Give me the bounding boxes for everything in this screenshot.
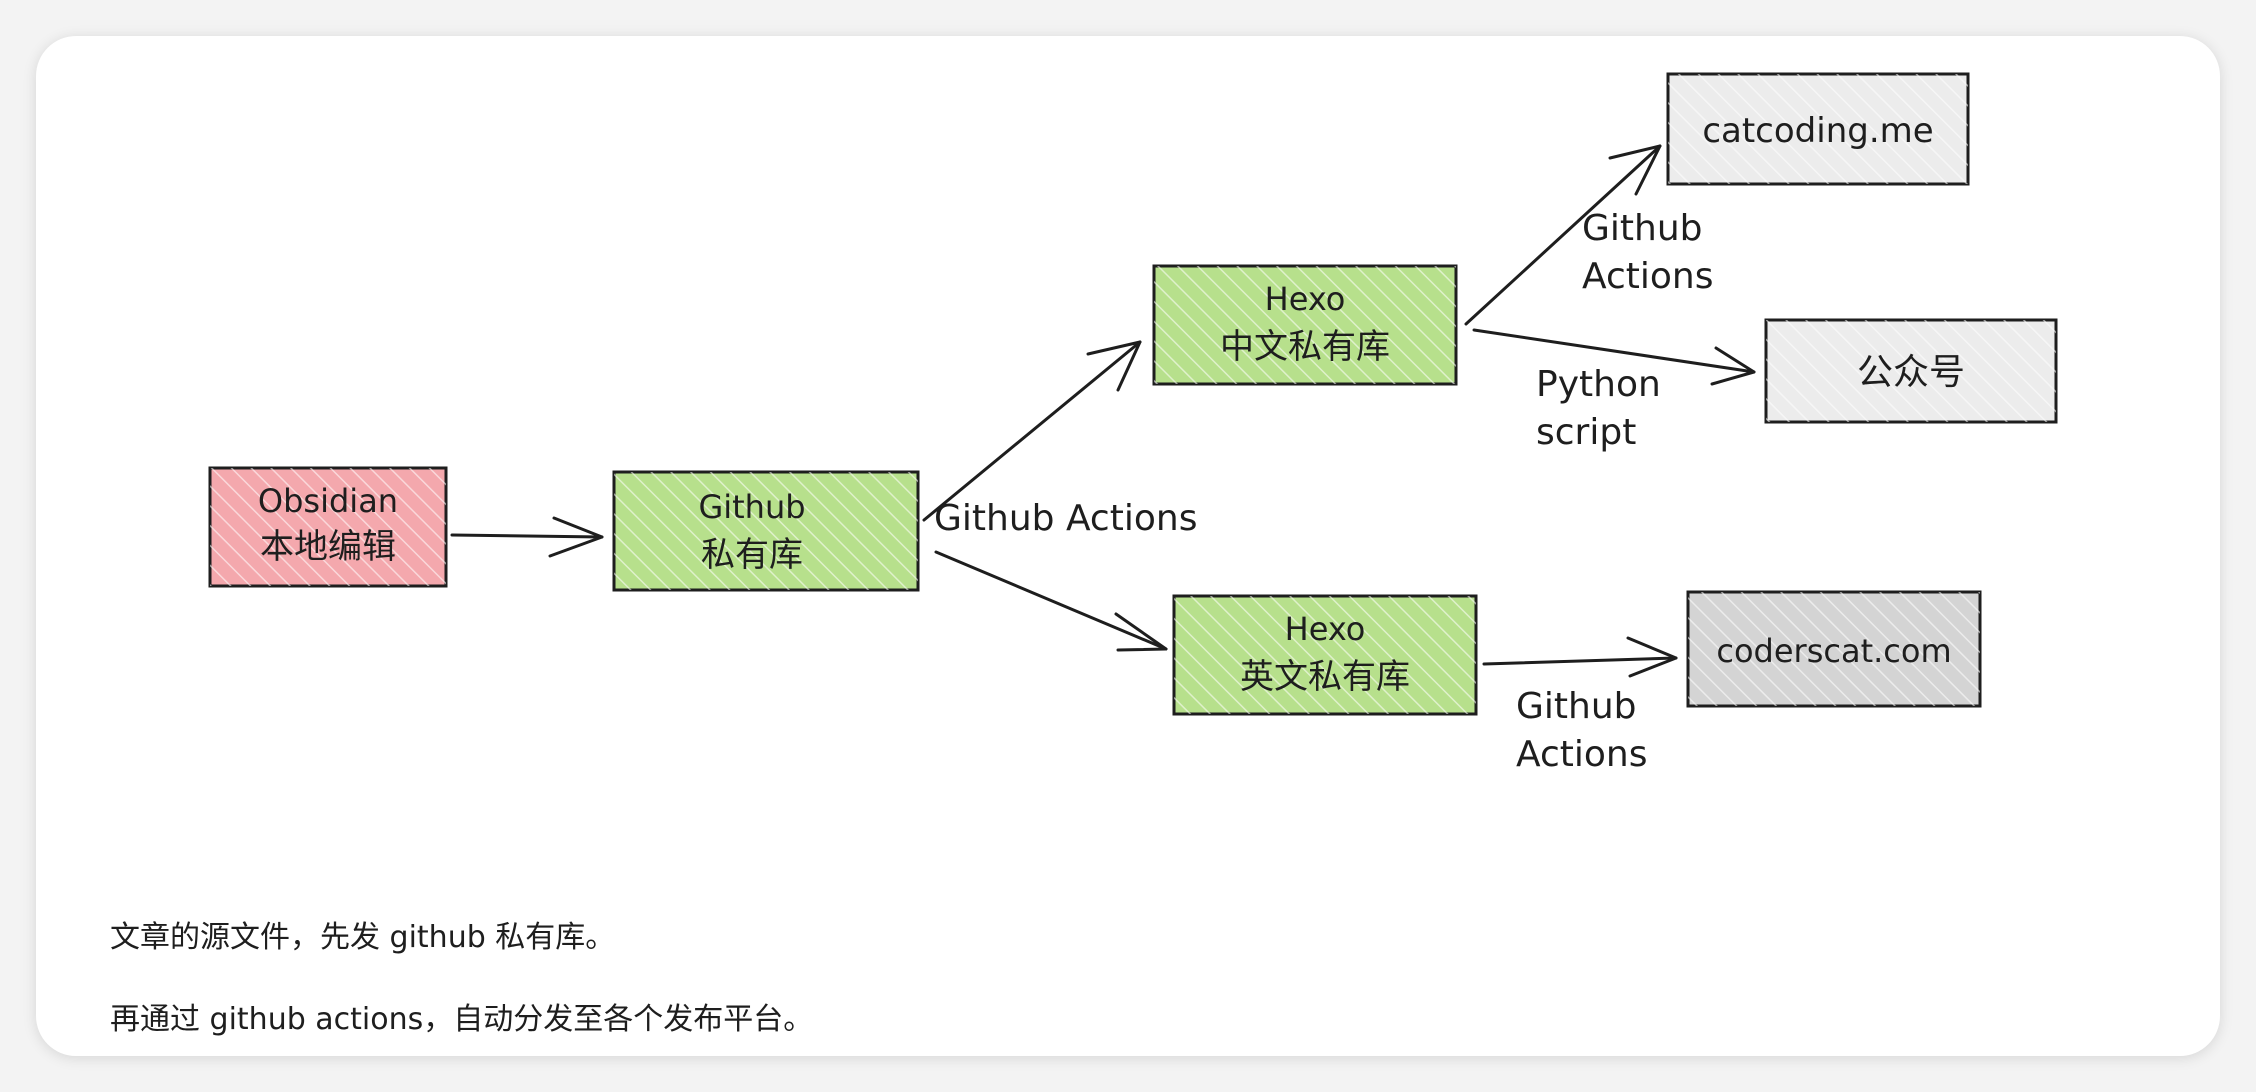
label-en-coderscat-line2: Actions: [1516, 734, 1648, 775]
node-obsidian: Obsidian 本地编辑: [208, 466, 448, 588]
node-hexo-en-line2: 英文私有库: [1240, 657, 1410, 697]
node-hexo-cn: Hexo 中文私有库: [1152, 264, 1458, 386]
arrow-obsidian-to-github: [450, 516, 604, 558]
label-en-coderscat-line1: Github: [1516, 686, 1637, 727]
label-github-actions-main: Github Actions: [934, 498, 1197, 539]
arrow-github-to-hexo-en: [934, 550, 1168, 652]
node-catcoding-label: catcoding.me: [1702, 111, 1933, 151]
node-github-line2: 私有库: [701, 535, 803, 575]
flow-diagram: Obsidian 本地编辑 Github 私有库 Hexo 中文私有库 Hexo…: [208, 72, 2058, 775]
arrow-hexo-en-to-coderscat: [1482, 636, 1678, 678]
node-coderscat-label: coderscat.com: [1716, 632, 1951, 670]
node-hexo-en: Hexo 英文私有库: [1172, 594, 1478, 716]
arrow-hexo-cn-to-wechat: [1472, 328, 1756, 386]
node-wechat-label: 公众号: [1857, 352, 1965, 393]
label-cn-catcoding-line2: Actions: [1582, 256, 1714, 297]
label-cn-wechat-line2: script: [1536, 412, 1636, 453]
node-hexo-cn-line1: Hexo: [1265, 280, 1346, 318]
node-github-line1: Github: [698, 488, 805, 526]
node-coderscat: coderscat.com: [1686, 590, 1982, 708]
node-hexo-en-line1: Hexo: [1285, 610, 1366, 648]
node-catcoding: catcoding.me: [1666, 72, 1970, 186]
label-cn-catcoding-line1: Github: [1582, 208, 1703, 249]
arrow-hexo-cn-to-catcoding: [1464, 144, 1662, 326]
content-card: Obsidian 本地编辑 Github 私有库 Hexo 中文私有库 Hexo…: [36, 36, 2220, 1056]
node-wechat: 公众号: [1764, 318, 2058, 424]
arrow-github-to-hexo-cn: [922, 340, 1142, 522]
node-obsidian-line1: Obsidian: [258, 482, 398, 520]
label-cn-wechat-line1: Python: [1536, 364, 1661, 405]
node-obsidian-line2: 本地编辑: [260, 527, 396, 567]
node-github-private: Github 私有库: [612, 470, 920, 592]
paragraph-1: 文章的源文件，先发 github 私有库。: [110, 920, 616, 955]
node-hexo-cn-line2: 中文私有库: [1220, 327, 1390, 367]
paragraph-2: 再通过 github actions，自动分发至各个发布平台。: [110, 1002, 814, 1037]
